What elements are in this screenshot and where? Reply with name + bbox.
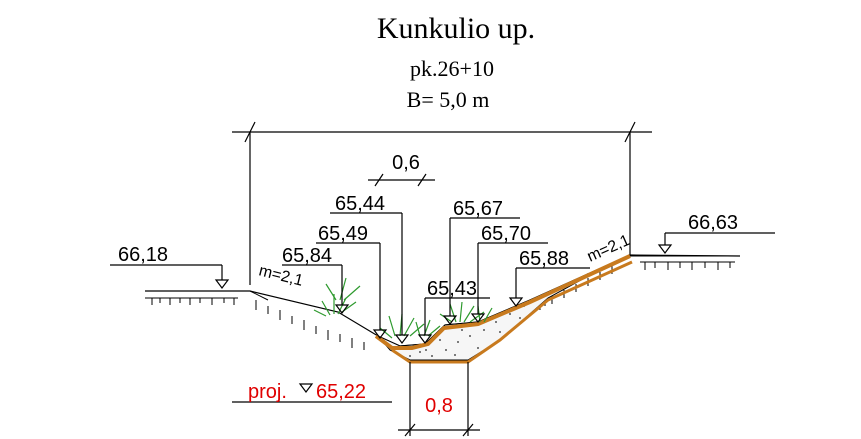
project-label: proj. [248, 381, 287, 403]
bottom-width-label: 0,8 [425, 395, 453, 417]
station-label: pk.26+10 [410, 56, 494, 81]
level-r3: 65,88 [519, 248, 569, 270]
design-channel-line [374, 254, 631, 350]
level-left-bank: 66,18 [118, 244, 168, 266]
level-c1: 65,43 [427, 278, 477, 300]
level-l1: 65,84 [282, 245, 332, 267]
width-dimension [232, 121, 652, 285]
slope-right-label: m=2,1 [585, 232, 633, 266]
level-l3: 65,44 [335, 193, 385, 215]
level-leaders [110, 212, 775, 344]
excavated-fill [377, 254, 631, 361]
level-r1: 65,67 [453, 198, 503, 220]
section-title: Kunkulio up. [377, 12, 535, 45]
width-label: B= 5,0 m [407, 87, 490, 112]
project-level-value: 65,22 [316, 381, 366, 403]
level-l2: 65,49 [318, 223, 368, 245]
top-width-label: 0,6 [392, 152, 420, 174]
ground-hatch-left [145, 290, 365, 350]
level-right-bank: 66,63 [688, 212, 738, 234]
top-width-dimension: 0,6 [368, 152, 435, 187]
level-r2: 65,70 [481, 223, 531, 245]
bottom-width-dimension: 0,8 [398, 362, 480, 437]
project-level: proj. 65,22 [232, 381, 392, 403]
design-channel-line-lower [391, 260, 633, 364]
